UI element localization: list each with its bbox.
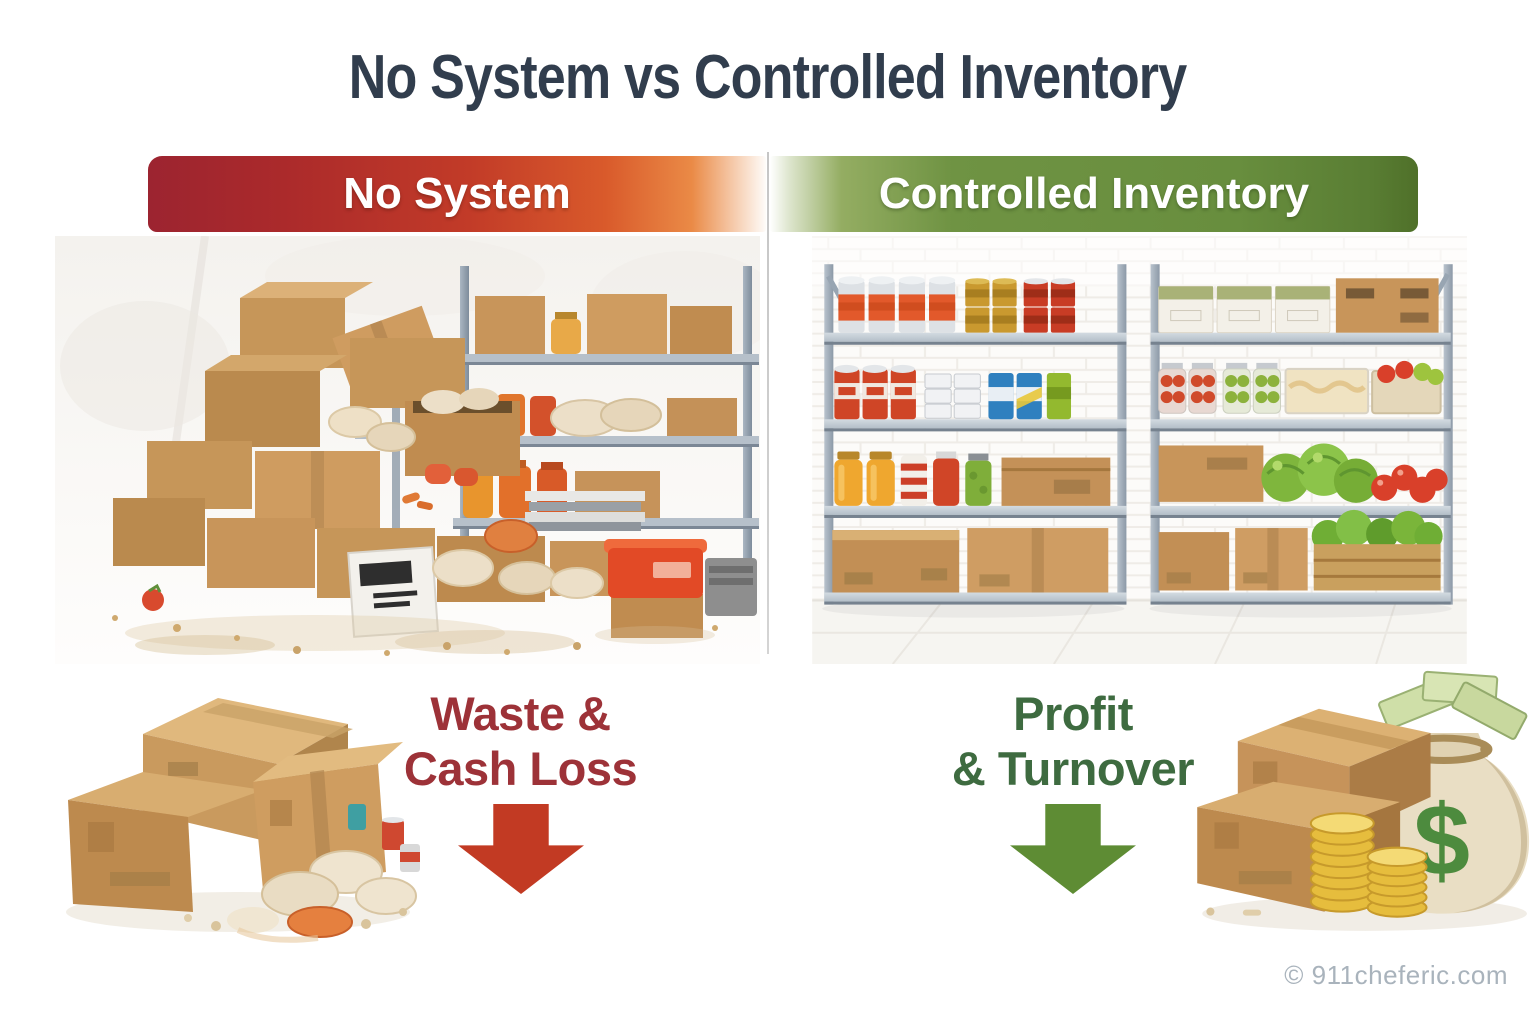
- bottom-boxes-and-greens: [1158, 509, 1443, 591]
- center-divider: [767, 152, 769, 654]
- jars-row: [834, 451, 992, 506]
- white-cans-stacks: [924, 373, 981, 419]
- open-box-with-bags: [405, 388, 520, 476]
- greens-crate: [1311, 509, 1443, 591]
- organized-shelves-illustration: [812, 236, 1467, 664]
- shelf-top-boxes: [475, 294, 732, 354]
- blue-cans-pair: [988, 372, 1042, 420]
- red-cans-row: [834, 364, 916, 420]
- green-down-arrow-icon: [1010, 804, 1136, 894]
- banknotes-icon: [1378, 670, 1528, 740]
- gray-bin: [705, 558, 757, 616]
- damaged-boxes-icon: [66, 698, 420, 943]
- small-shelf-box: [1001, 457, 1111, 506]
- caption-line: Cash Loss: [403, 742, 638, 795]
- orange-cans-row: [838, 276, 956, 333]
- produce-and-box-row: [1158, 443, 1448, 503]
- green-can: [1046, 372, 1072, 420]
- shelf-unit-left: [824, 264, 1127, 605]
- spilled-cups-and-produce: [402, 464, 478, 511]
- banner-no-system: No System: [148, 156, 766, 232]
- messy-warehouse-illustration: [55, 236, 760, 664]
- tomatoes-cluster: [1371, 464, 1448, 503]
- coin-stacks-icon: [1206, 812, 1428, 918]
- page-title-text: No System vs Controlled Inventory: [349, 43, 1187, 112]
- stacked-box-left: [68, 772, 263, 912]
- preserves-and-bins-row: [1158, 360, 1444, 415]
- spilled-goods: [184, 804, 420, 943]
- tile-floor: [812, 599, 1467, 664]
- page-title: No System vs Controlled Inventory: [0, 42, 1536, 113]
- red-cans-stack: [1023, 278, 1076, 333]
- caption-profit-turnover: Profit & Turnover: [920, 686, 1226, 796]
- clear-food-bin: [1284, 367, 1370, 415]
- floor-spills-and-crumbs: [112, 583, 718, 656]
- lettuce-heads: [1261, 443, 1379, 503]
- banner-no-system-label: No System: [343, 169, 571, 218]
- profit-money-icon: $: [1197, 670, 1530, 931]
- carton-box: [1335, 278, 1439, 333]
- caption-waste-cash-loss: Waste & Cash Loss: [368, 686, 673, 796]
- tray-stack: [525, 491, 645, 531]
- banner-controlled-inventory-label: Controlled Inventory: [878, 169, 1310, 218]
- red-down-arrow-icon: [458, 804, 584, 894]
- large-boxes-bottom: [832, 528, 1109, 593]
- caption-line: Profit: [1013, 687, 1133, 740]
- caption-line: & Turnover: [951, 742, 1195, 795]
- watermark: © 911cheferic.com: [1284, 960, 1508, 990]
- red-crate: [604, 539, 707, 638]
- gold-cans-stack: [965, 278, 1017, 333]
- banner-controlled-inventory: Controlled Inventory: [770, 156, 1418, 232]
- white-label-box: [347, 546, 439, 638]
- caption-line: Waste &: [430, 687, 611, 740]
- spilled-bags-on-floor: [432, 519, 604, 599]
- produce-bin: [1371, 360, 1444, 415]
- shelf-unit-right: [1150, 264, 1453, 605]
- white-cartons-row: [1158, 278, 1439, 334]
